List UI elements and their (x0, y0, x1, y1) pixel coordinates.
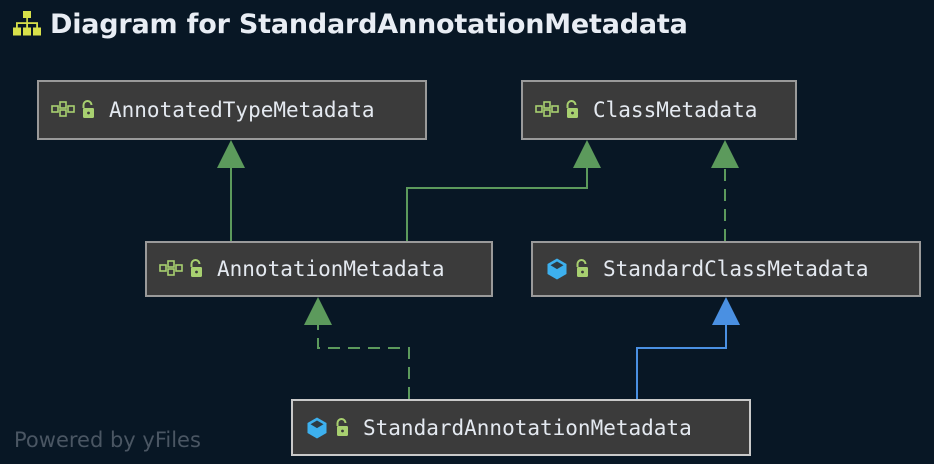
node-annotatedtypemetadata[interactable]: AnnotatedTypeMetadata (37, 80, 427, 140)
interface-icon (51, 98, 75, 122)
node-label: AnnotatedTypeMetadata (109, 98, 375, 122)
node-label: StandardClassMetadata (603, 257, 869, 281)
edge-annotationmetadata-to-annotatedtypemetadata (217, 140, 245, 241)
node-label: ClassMetadata (593, 98, 758, 122)
unlocked-padlock-icon (333, 417, 351, 439)
unlocked-padlock-icon (79, 99, 97, 121)
hierarchy-icon (12, 10, 42, 38)
node-label: StandardAnnotationMetadata (363, 415, 692, 440)
node-label: AnnotationMetadata (217, 257, 445, 281)
unlocked-padlock-icon (573, 258, 591, 280)
edge-annotationmetadata-to-classmetadata (406, 140, 601, 241)
page-title: Diagram for StandardAnnotationMetadata (50, 8, 688, 40)
node-annotationmetadata[interactable]: AnnotationMetadata (145, 241, 493, 297)
node-classmetadata[interactable]: ClassMetadata (521, 80, 797, 140)
interface-icon (535, 98, 559, 122)
edge-standardclassmetadata-to-classmetadata (711, 140, 739, 241)
node-standardclassmetadata[interactable]: StandardClassMetadata (531, 241, 921, 297)
diagram-header: Diagram for StandardAnnotationMetadata (0, 0, 934, 48)
node-standardannotationmetadata[interactable]: StandardAnnotationMetadata (291, 399, 751, 456)
class-icon (305, 416, 329, 440)
class-icon (545, 257, 569, 281)
unlocked-padlock-icon (563, 99, 581, 121)
edge-standardannotationmetadata-to-standardclassmetadata (636, 297, 740, 399)
edge-standardannotationmetadata-to-annotationmetadata (304, 297, 410, 399)
interface-icon (159, 257, 183, 281)
unlocked-padlock-icon (187, 258, 205, 280)
yfiles-watermark: Powered by yFiles (14, 428, 201, 452)
